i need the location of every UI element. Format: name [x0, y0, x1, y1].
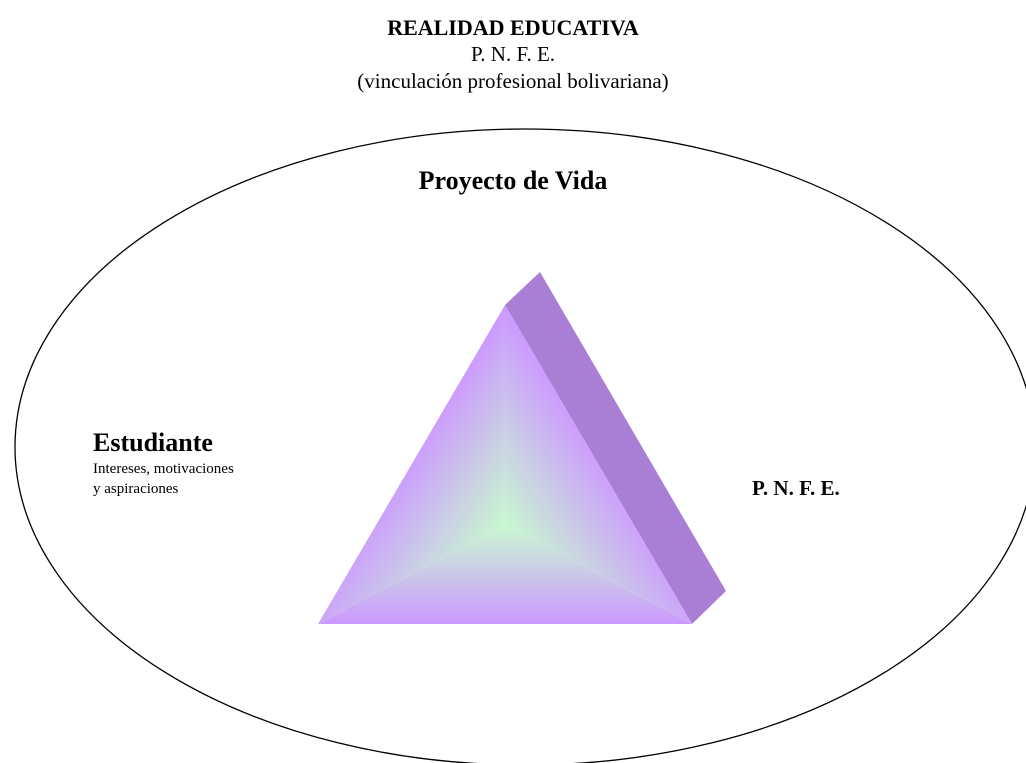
pyramid-face-right	[505, 305, 692, 624]
life-project-label: Proyecto de Vida	[418, 166, 608, 195]
diagram-title: REALIDAD EDUCATIVA	[387, 15, 639, 40]
diagram-note: (vinculación profesional bolivariana)	[357, 69, 669, 93]
diagram-subtitle: P. N. F. E.	[470, 42, 556, 66]
life-project-ellipse	[14, 128, 1026, 763]
pyramid-triangle	[318, 272, 726, 624]
pyramid-face-bottom	[318, 525, 692, 624]
student-label: Estudiante	[93, 428, 213, 457]
student-block: Estudiante Intereses, motivaciones y asp…	[93, 428, 234, 498]
student-description-line1: Intereses, motivaciones	[93, 461, 234, 477]
pyramid-side-face	[505, 272, 726, 624]
student-description-line2: y aspiraciones	[93, 481, 179, 497]
diagram-header: REALIDAD EDUCATIVA P. N. F. E. (vinculac…	[0, 14, 1026, 95]
pyramid-face-left	[318, 305, 505, 624]
program-label: P. N. F. E.	[752, 476, 840, 500]
